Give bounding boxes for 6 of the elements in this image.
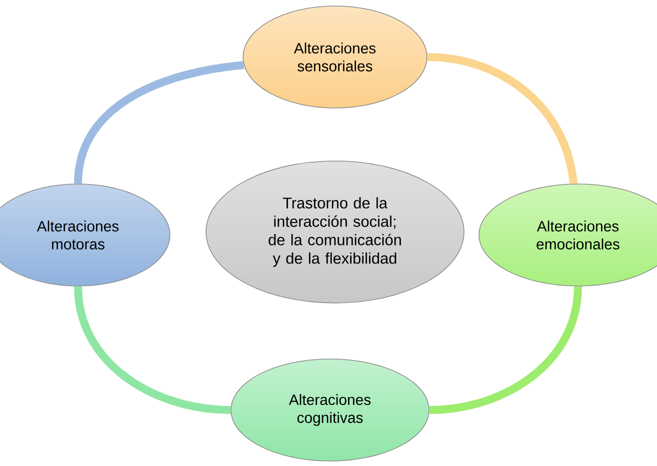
- ring-arc: [429, 286, 582, 414]
- ring-arc: [427, 53, 578, 184]
- ellipse-node: Alteraciones cognitivas: [230, 358, 430, 462]
- ring-arc: [74, 286, 231, 414]
- ring-arc: [74, 61, 244, 184]
- ellipse-node: Alteraciones sensoriales: [242, 6, 428, 108]
